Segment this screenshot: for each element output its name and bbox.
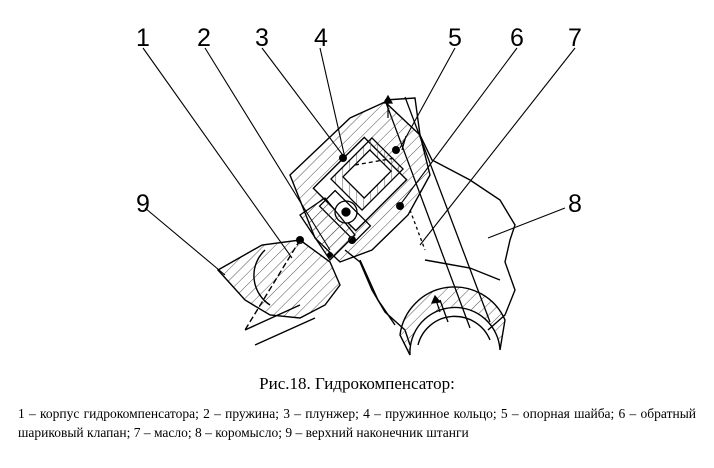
figure-caption: Рис.18. Гидрокомпенсатор: — [259, 374, 455, 393]
callout-8: 8 — [568, 190, 582, 218]
callout-4: 4 — [314, 24, 328, 52]
spring — [299, 197, 356, 262]
callout-2: 2 — [197, 24, 211, 52]
oil-flow-arrows — [382, 94, 442, 313]
callout-3: 3 — [255, 24, 269, 52]
pushrod-tip — [216, 239, 341, 346]
callout-5: 5 — [448, 24, 462, 52]
plunger — [330, 137, 404, 211]
callout-1: 1 — [136, 24, 150, 52]
leader-lines — [142, 47, 576, 276]
callout-7: 7 — [568, 24, 582, 52]
figure-legend: 1 – корпус гидрокомпенсатора; 2 – пружин… — [18, 406, 696, 440]
rocker-roller — [399, 286, 506, 356]
callout-9: 9 — [136, 190, 150, 218]
callout-6: 6 — [510, 24, 524, 52]
hydraulic-lifter-drawing: 1 2 3 4 5 6 7 8 9 — [136, 24, 582, 356]
